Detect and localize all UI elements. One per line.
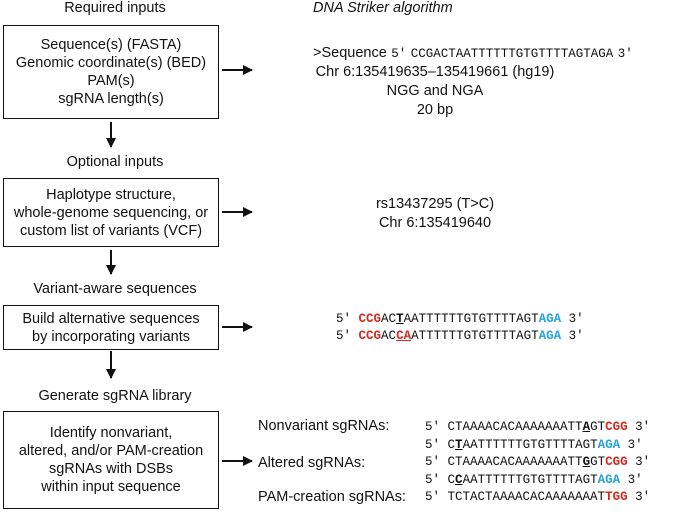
optional-outputs: rs13437295 (T>C) Chr 6:135419640 xyxy=(300,195,570,233)
sgrna-list: 5′ CTAAAACACAAAAAAATTAGTCGG 3′ 5′ CTAATT… xyxy=(425,419,650,507)
three-prime: 3′ xyxy=(635,420,651,434)
sequence-5prime: 5′ xyxy=(391,47,407,61)
box-line: custom list of variants (VCF) xyxy=(19,222,203,239)
variant-base: CA xyxy=(396,329,412,343)
variant-aware-header: Variant-aware sequences xyxy=(33,281,197,297)
sequence-label: >Sequence xyxy=(313,45,387,61)
seq-part: TCTACTAAAACACAAAAAAAT xyxy=(447,490,606,504)
seq-part: CTAAAACACAAAAAAATT xyxy=(447,420,583,434)
three-prime: 3′ xyxy=(627,437,643,452)
five-prime: 5′ xyxy=(336,329,352,343)
sgrna-row: 5′ CCAATTTTTTGTGTTTTAGTAGA 3′ xyxy=(425,472,650,490)
pam-blue: AGA xyxy=(538,312,562,326)
sgrna-row: 5′ TCTACTAAAACACAAAAAAATTGG 3′ xyxy=(425,489,650,507)
sgrna-row: 5′ CTAAAACACAAAAAAATTGGTCGG 3′ xyxy=(425,454,650,472)
five-prime: 5′ xyxy=(425,420,441,434)
box-line: whole-genome sequencing, or xyxy=(13,204,209,221)
seq-part: GT xyxy=(590,420,606,434)
five-prime: 5′ xyxy=(336,312,352,326)
five-prime: 5′ xyxy=(425,472,441,487)
pam-red: TGG xyxy=(605,490,628,504)
genomic-coordinate: Chr 6:135419635–135419661 (hg19) xyxy=(315,64,555,80)
required-outputs: Chr 6:135419635–135419661 (hg19) NGG and… xyxy=(300,63,570,120)
three-prime: 3′ xyxy=(568,312,584,326)
sequence-3prime: 3′ xyxy=(617,47,633,61)
pam-red: CGG xyxy=(605,455,628,469)
required-inputs-box: Sequence(s) (FASTA) Genomic coordinate(s… xyxy=(3,25,219,119)
box-line: Identify nonvariant, xyxy=(49,425,173,441)
sequence-body: CCGACTAATTTTTTGTGTTTTAGTAGA xyxy=(410,47,614,61)
generate-library-box: Identify nonvariant, altered, and/or PAM… xyxy=(3,411,219,509)
seq-part: AC xyxy=(381,329,397,343)
pam-red: CGG xyxy=(605,420,628,434)
sgrna-length: 20 bp xyxy=(416,102,454,118)
variant-id: rs13437295 (T>C) xyxy=(375,196,495,212)
box-line: PAM(s) xyxy=(87,73,135,89)
box-line: Genomic coordinate(s) (BED) xyxy=(15,55,207,71)
variant-base: A xyxy=(582,420,591,434)
seq-part: ATTTTTTGTGTTTTAGT xyxy=(411,329,539,343)
pam-red: CCG xyxy=(358,329,382,343)
altered-label: Altered sgRNAs: xyxy=(258,455,366,471)
reference-sequence: 5′ CCGACTAATTTTTTGTGTTTTAGTAGA 3′ xyxy=(336,311,584,328)
pam-blue: AGA xyxy=(597,437,621,452)
pam-blue: AGA xyxy=(597,472,621,487)
variant-position: Chr 6:135419640 xyxy=(378,215,492,231)
required-inputs-header: Required inputs xyxy=(64,0,166,16)
box-line: sgRNA length(s) xyxy=(58,91,164,107)
input-sequence-line: >Sequence 5′ CCGACTAATTTTTTGTGTTTTAGTAGA… xyxy=(313,44,633,62)
alternative-sequence: 5′ CCGACCAATTTTTTGTGTTTTAGTAGA 3′ xyxy=(336,328,584,345)
seq-part: GT xyxy=(590,455,606,469)
five-prime: 5′ xyxy=(425,437,441,452)
variant-aware-box: Build alternative sequences by incorpora… xyxy=(3,305,219,350)
optional-inputs-header: Optional inputs xyxy=(66,154,164,170)
box-line: within input sequence xyxy=(41,479,181,495)
five-prime: 5′ xyxy=(425,490,441,504)
five-prime: 5′ xyxy=(425,455,441,469)
box-line: altered, and/or PAM-creation xyxy=(18,443,204,459)
three-prime: 3′ xyxy=(635,455,651,469)
pam-list: NGG and NGA xyxy=(386,83,484,99)
seq-part: CTAAAACACAAAAAAATT xyxy=(447,455,583,469)
variant-sequences: 5′ CCGACTAATTTTTTGTGTTTTAGTAGA 3′ 5′ CCG… xyxy=(336,311,584,345)
box-line: sgRNAs with DSBs xyxy=(48,461,174,477)
variant-base: C xyxy=(455,472,463,487)
sgrna-row: 5′ CTAAAACACAAAAAAATTAGTCGG 3′ xyxy=(425,419,650,437)
seq-part: AC xyxy=(381,312,397,326)
sgrna-row: 5′ CTAATTTTTTGTGTTTTAGTAGA 3′ xyxy=(425,437,650,455)
three-prime: 3′ xyxy=(635,490,651,504)
pam-red: CCG xyxy=(358,312,382,326)
optional-inputs-box: Haplotype structure, whole-genome sequen… xyxy=(3,178,219,247)
box-line: Haplotype structure, xyxy=(46,186,176,203)
nonvariant-label: Nonvariant sgRNAs: xyxy=(258,418,390,434)
algorithm-title: DNA Striker algorithm xyxy=(313,0,453,16)
seq-part: C xyxy=(447,472,456,487)
pam-creation-label: PAM-creation sgRNAs: xyxy=(258,489,406,505)
three-prime: 3′ xyxy=(627,472,643,487)
box-line: by incorporating variants xyxy=(32,328,190,345)
variant-base: G xyxy=(582,455,591,469)
three-prime: 3′ xyxy=(568,329,584,343)
variant-base: T xyxy=(396,312,404,326)
seq-part: C xyxy=(447,437,456,452)
box-line: Build alternative sequences xyxy=(22,310,200,327)
box-line: Sequence(s) (FASTA) xyxy=(40,37,182,53)
seq-part: AATTTTTTGTGTTTTAGT xyxy=(462,472,598,487)
pam-blue: AGA xyxy=(538,329,562,343)
seq-part: AATTTTTTGTGTTTTAGT xyxy=(462,437,598,452)
variant-base: T xyxy=(455,437,463,452)
generate-library-header: Generate sgRNA library xyxy=(38,388,192,404)
seq-part: AATTTTTTGTGTTTTAGT xyxy=(403,312,539,326)
